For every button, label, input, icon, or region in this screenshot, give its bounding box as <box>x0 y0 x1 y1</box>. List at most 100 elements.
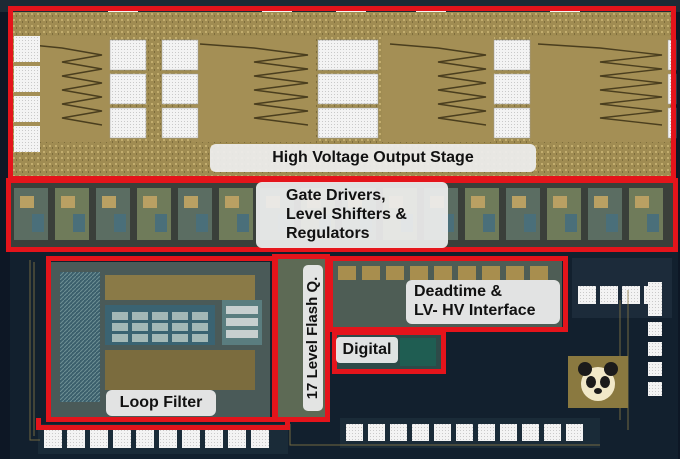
side-bond-pad <box>648 302 662 316</box>
loop-filter-capacitor <box>132 312 148 320</box>
bottom-bond-pad <box>412 424 429 441</box>
gate-driver-subcell <box>524 214 536 232</box>
gate-driver-subcell <box>565 214 577 232</box>
gate-driver-subcell <box>143 196 157 208</box>
region-digital <box>332 330 446 374</box>
hv-serpentine-trace <box>21 43 103 126</box>
region-flash-q <box>272 254 330 422</box>
loop-filter-resistor <box>226 306 258 314</box>
label-loop-filter: Loop Filter <box>106 390 216 416</box>
bottom-bond-pad <box>44 430 62 448</box>
gate-driver-subcell <box>606 214 618 232</box>
loop-filter-capacitor <box>112 312 128 320</box>
gate-driver-subcell <box>553 196 567 208</box>
deadtime-cell <box>458 266 476 280</box>
gate-driver-subcell <box>196 214 208 232</box>
deadtime-cell <box>482 266 500 280</box>
side-bond-pad <box>648 342 662 356</box>
hv-pad-column <box>493 73 531 105</box>
label-flash-q: 17 Level Flash Q. <box>303 265 323 411</box>
panda-icon <box>568 356 628 408</box>
gate-driver-subcell <box>647 214 659 232</box>
bottom-bond-pad <box>159 430 177 448</box>
hv-pad-column <box>317 39 379 71</box>
label-hv-output-stage: High Voltage Output Stage <box>210 144 536 172</box>
gate-driver-subcell <box>61 196 75 208</box>
loop-filter-capacitor <box>192 323 208 331</box>
bottom-bond-pad <box>346 424 363 441</box>
deadtime-cell <box>506 266 524 280</box>
label-deadtime: Deadtime & LV- HV Interface <box>406 280 560 324</box>
bottom-bond-pad <box>434 424 451 441</box>
loop-filter-capacitor <box>172 323 188 331</box>
label-deadtime-line-2: LV- HV Interface <box>414 302 536 319</box>
hv-pad-column <box>109 73 147 105</box>
side-bond-pad <box>648 362 662 376</box>
label-digital: Digital <box>336 337 398 363</box>
bottom-bond-pad <box>182 430 200 448</box>
gate-driver-subcell <box>20 196 34 208</box>
loop-filter-capacitor <box>172 312 188 320</box>
side-bond-pad <box>648 282 662 296</box>
gate-driver-subcell <box>483 214 495 232</box>
bottom-bond-pad <box>500 424 517 441</box>
loop-filter-capacitor <box>172 334 188 342</box>
loop-filter-capacitor <box>112 323 128 331</box>
side-bond-pad <box>648 382 662 396</box>
side-bond-pad <box>622 286 640 304</box>
loop-filter-resistor <box>226 318 258 326</box>
loop-filter-capacitor <box>152 323 168 331</box>
loop-filter-capacitor <box>152 334 168 342</box>
region-bottom-pads <box>36 418 290 430</box>
hv-serpentine-trace <box>537 43 663 126</box>
hv-pad-column <box>317 73 379 105</box>
bottom-bond-pad <box>205 430 223 448</box>
deadtime-cell <box>530 266 548 280</box>
gate-driver-subcell <box>73 214 85 232</box>
hv-pad-column <box>493 39 531 71</box>
gate-driver-subcell <box>512 196 526 208</box>
hv-pad-column <box>161 73 199 105</box>
bottom-bond-pad <box>390 424 407 441</box>
bottom-bond-pad <box>67 430 85 448</box>
gate-driver-subcell <box>114 214 126 232</box>
gate-driver-subcell <box>32 214 44 232</box>
gate-driver-subcell <box>237 214 249 232</box>
gate-driver-subcell <box>184 196 198 208</box>
gate-driver-subcell <box>155 214 167 232</box>
region-gate-drivers <box>6 178 678 252</box>
deadtime-cell <box>386 266 404 280</box>
label-gate-drivers: Gate Drivers, Level Shifters & Regulator… <box>256 182 448 248</box>
hv-pad-column <box>317 107 379 139</box>
bottom-bond-pad <box>544 424 561 441</box>
bottom-bond-pad <box>136 430 154 448</box>
label-gate-drivers-line-2: Level Shifters & <box>286 206 407 223</box>
side-bond-pad <box>600 286 618 304</box>
region-deadtime <box>328 256 568 332</box>
hv-pad-column <box>109 39 147 71</box>
gate-driver-subcell <box>471 196 485 208</box>
label-gate-drivers-line-3: Regulators <box>286 225 370 242</box>
hv-edge-pad <box>14 126 40 152</box>
hv-serpentine-trace <box>199 43 309 126</box>
side-bond-pad <box>648 322 662 336</box>
hv-serpentine-trace <box>389 43 487 126</box>
deadtime-cell <box>338 266 356 280</box>
loop-filter-capacitor <box>152 312 168 320</box>
loop-filter-capacitor <box>192 334 208 342</box>
loop-filter-capacitor <box>112 334 128 342</box>
deadtime-cell <box>410 266 428 280</box>
gate-driver-subcell <box>635 196 649 208</box>
hv-pad-column <box>161 107 199 139</box>
loop-filter-capacitor <box>132 323 148 331</box>
bottom-bond-pad <box>478 424 495 441</box>
deadtime-cell <box>362 266 380 280</box>
hv-edge-pad <box>14 66 40 92</box>
bottom-bond-pad <box>522 424 539 441</box>
hv-edge-pad <box>14 96 40 122</box>
label-deadtime-line-1: Deadtime & <box>414 283 503 300</box>
hv-pad-column <box>161 39 199 71</box>
label-gate-drivers-line-1: Gate Drivers, <box>286 187 386 204</box>
bottom-bond-pad <box>228 430 246 448</box>
